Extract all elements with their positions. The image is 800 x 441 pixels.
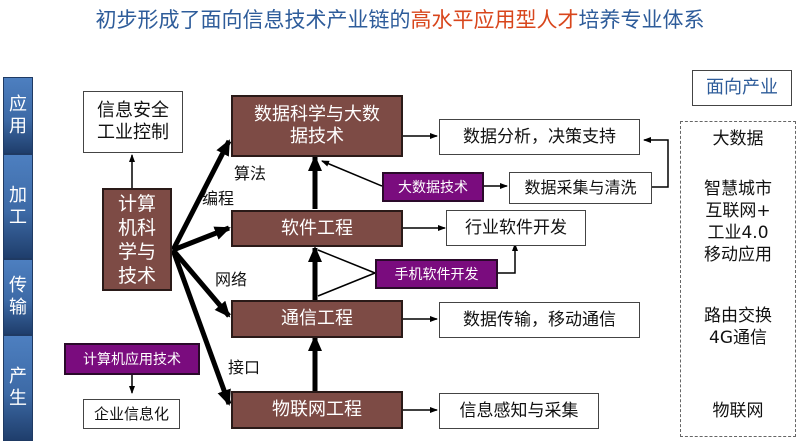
arrow-bigdata-to-datascience <box>321 160 383 187</box>
side-stage-generation: 产生 <box>3 335 33 441</box>
side-stage-application: 应用 <box>3 77 33 154</box>
major-label: 软件工程 <box>281 217 353 239</box>
output-label: 信息感知与采集 <box>459 401 579 421</box>
major-label: 通信工程 <box>281 308 353 329</box>
output-label: 数据分析，决策支持 <box>463 127 616 147</box>
industry-item: 工业4.0 <box>707 223 769 243</box>
industry-item: 互联网+ <box>705 201 771 221</box>
major-iot-box: 物联网工程 <box>231 391 403 429</box>
output-software-box: 行业软件开发 <box>446 210 586 246</box>
industry-panel <box>680 121 796 437</box>
major-datascience-box: 数据科学与大数据技术 <box>231 95 403 157</box>
output-label: 行业软件开发 <box>465 218 567 238</box>
industry-item: 4G通信 <box>709 328 767 348</box>
industry-header-label: 面向产业 <box>706 77 778 98</box>
industry-item: 大数据 <box>712 129 764 149</box>
edge-label-algorithm: 算法 <box>234 164 267 183</box>
side-stage-label: 传输 <box>9 275 27 318</box>
mobile-dev-box: 手机软件开发 <box>375 259 498 289</box>
app-tech-box: 计算机应用技术 <box>64 343 200 375</box>
major-software-box: 软件工程 <box>231 210 403 247</box>
bigdata-tech-label: 大数据技术 <box>398 180 468 196</box>
side-stage-transmission: 传输 <box>3 259 33 335</box>
security-label: 信息安全工业控制 <box>97 100 169 143</box>
edge-label-interface: 接口 <box>228 358 261 377</box>
arrow-mobile-to-industry-software <box>498 243 518 274</box>
data-collection-box: 数据采集与清洗 <box>509 172 652 204</box>
enterprise-box: 企业信息化 <box>83 399 180 429</box>
app-tech-label: 计算机应用技术 <box>83 352 181 368</box>
title-part1: 初步形成了面向信息技术产业链的 <box>95 8 411 32</box>
arrow-core-to-datascience <box>170 139 232 252</box>
security-box: 信息安全工业控制 <box>83 91 183 153</box>
side-stage-label: 加工 <box>9 184 27 228</box>
industry-item: 路由交换 <box>704 306 772 326</box>
output-iot-box: 信息感知与采集 <box>439 393 599 429</box>
industry-item: 移动应用 <box>704 245 772 265</box>
title-highlight: 高水平应用型人才 <box>410 8 579 32</box>
major-label: 数据科学与大数据技术 <box>254 104 380 147</box>
edge-label-programming: 编程 <box>202 189 235 208</box>
line-mobile-to-comm <box>317 272 376 297</box>
core-major-label: 计算机科学与技术 <box>117 192 156 287</box>
side-stage-label: 应用 <box>9 93 27 137</box>
side-stage-processing: 加工 <box>3 154 33 259</box>
data-collection-label: 数据采集与清洗 <box>524 178 637 197</box>
arrow-core-to-iot <box>170 249 232 406</box>
output-label: 数据传输，移动通信 <box>463 310 616 330</box>
arrow-core-to-comm <box>171 248 231 318</box>
major-label: 物联网工程 <box>272 399 362 420</box>
core-major-box: 计算机科学与技术 <box>102 188 172 291</box>
industry-item: 物联网 <box>712 401 764 421</box>
side-stage-label: 产生 <box>9 366 27 409</box>
edge-label-network: 网络 <box>215 270 248 289</box>
output-datascience-box: 数据分析，决策支持 <box>439 119 640 155</box>
arrow-collection-to-analysis <box>643 137 669 188</box>
enterprise-label: 企业信息化 <box>93 405 169 423</box>
title-part2: 培养专业体系 <box>578 8 705 32</box>
page-title: 初步形成了面向信息技术产业链的高水平应用型人才培养专业体系 <box>0 4 800 34</box>
industry-header: 面向产业 <box>692 70 792 106</box>
mobile-dev-label: 手机软件开发 <box>394 267 479 283</box>
output-comm-box: 数据传输，移动通信 <box>439 302 640 338</box>
arrow-core-to-software <box>172 225 231 253</box>
major-comm-box: 通信工程 <box>231 300 403 338</box>
line-mobile-to-software <box>317 249 376 274</box>
industry-item: 智慧城市 <box>704 179 772 199</box>
bigdata-tech-box: 大数据技术 <box>382 172 484 202</box>
